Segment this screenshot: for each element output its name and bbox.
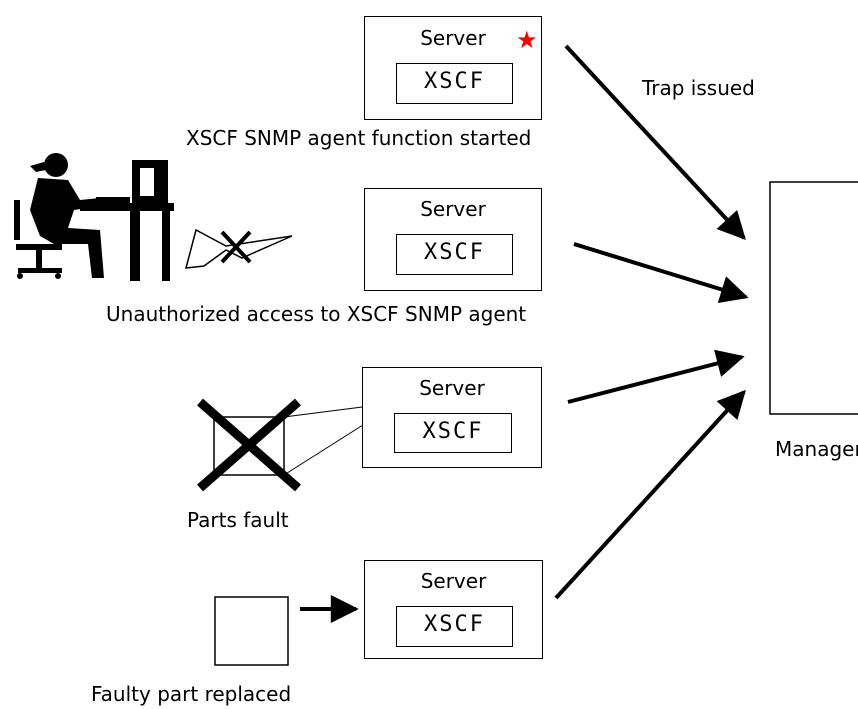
caption-agent-started: XSCF SNMP agent function started bbox=[186, 126, 532, 150]
xscf-board: XSCF bbox=[394, 413, 512, 453]
manager-box bbox=[769, 181, 858, 415]
user-at-computer-icon bbox=[14, 153, 174, 281]
xscf-board: XSCF bbox=[396, 63, 513, 104]
faulty-part-icon bbox=[197, 398, 301, 492]
caption-faulty-part-replaced: Faulty part replaced bbox=[91, 682, 292, 706]
trap-arrow-4 bbox=[554, 389, 746, 600]
server-box-1: Server XSCF bbox=[364, 16, 542, 120]
server-title: Server bbox=[420, 569, 487, 593]
server-title: Server bbox=[420, 197, 486, 221]
server-box-2: Server XSCF bbox=[364, 188, 542, 291]
server-box-3: Server XSCF bbox=[362, 367, 542, 468]
xscf-board: XSCF bbox=[396, 606, 513, 647]
blocked-access-icon bbox=[184, 228, 293, 269]
server-title: Server bbox=[420, 26, 486, 50]
star-icon: ★ bbox=[516, 26, 538, 54]
fault-connector-bottom bbox=[283, 417, 375, 476]
server-box-4: Server XSCF bbox=[364, 560, 543, 659]
trap-issued-label: Trap issued bbox=[642, 76, 755, 100]
trap-arrow-2 bbox=[573, 242, 749, 303]
manager-label: Manager bbox=[775, 437, 858, 461]
trap-arrow-1 bbox=[564, 44, 746, 241]
caption-unauthorized-access: Unauthorized access to XSCF SNMP agent bbox=[106, 302, 527, 326]
xscf-board: XSCF bbox=[396, 234, 513, 275]
replaced-part-icon bbox=[214, 596, 289, 666]
server-title: Server bbox=[419, 376, 485, 400]
fault-connector-top bbox=[283, 405, 371, 418]
trap-arrow-3 bbox=[567, 349, 745, 404]
caption-parts-fault: Parts fault bbox=[187, 508, 289, 532]
